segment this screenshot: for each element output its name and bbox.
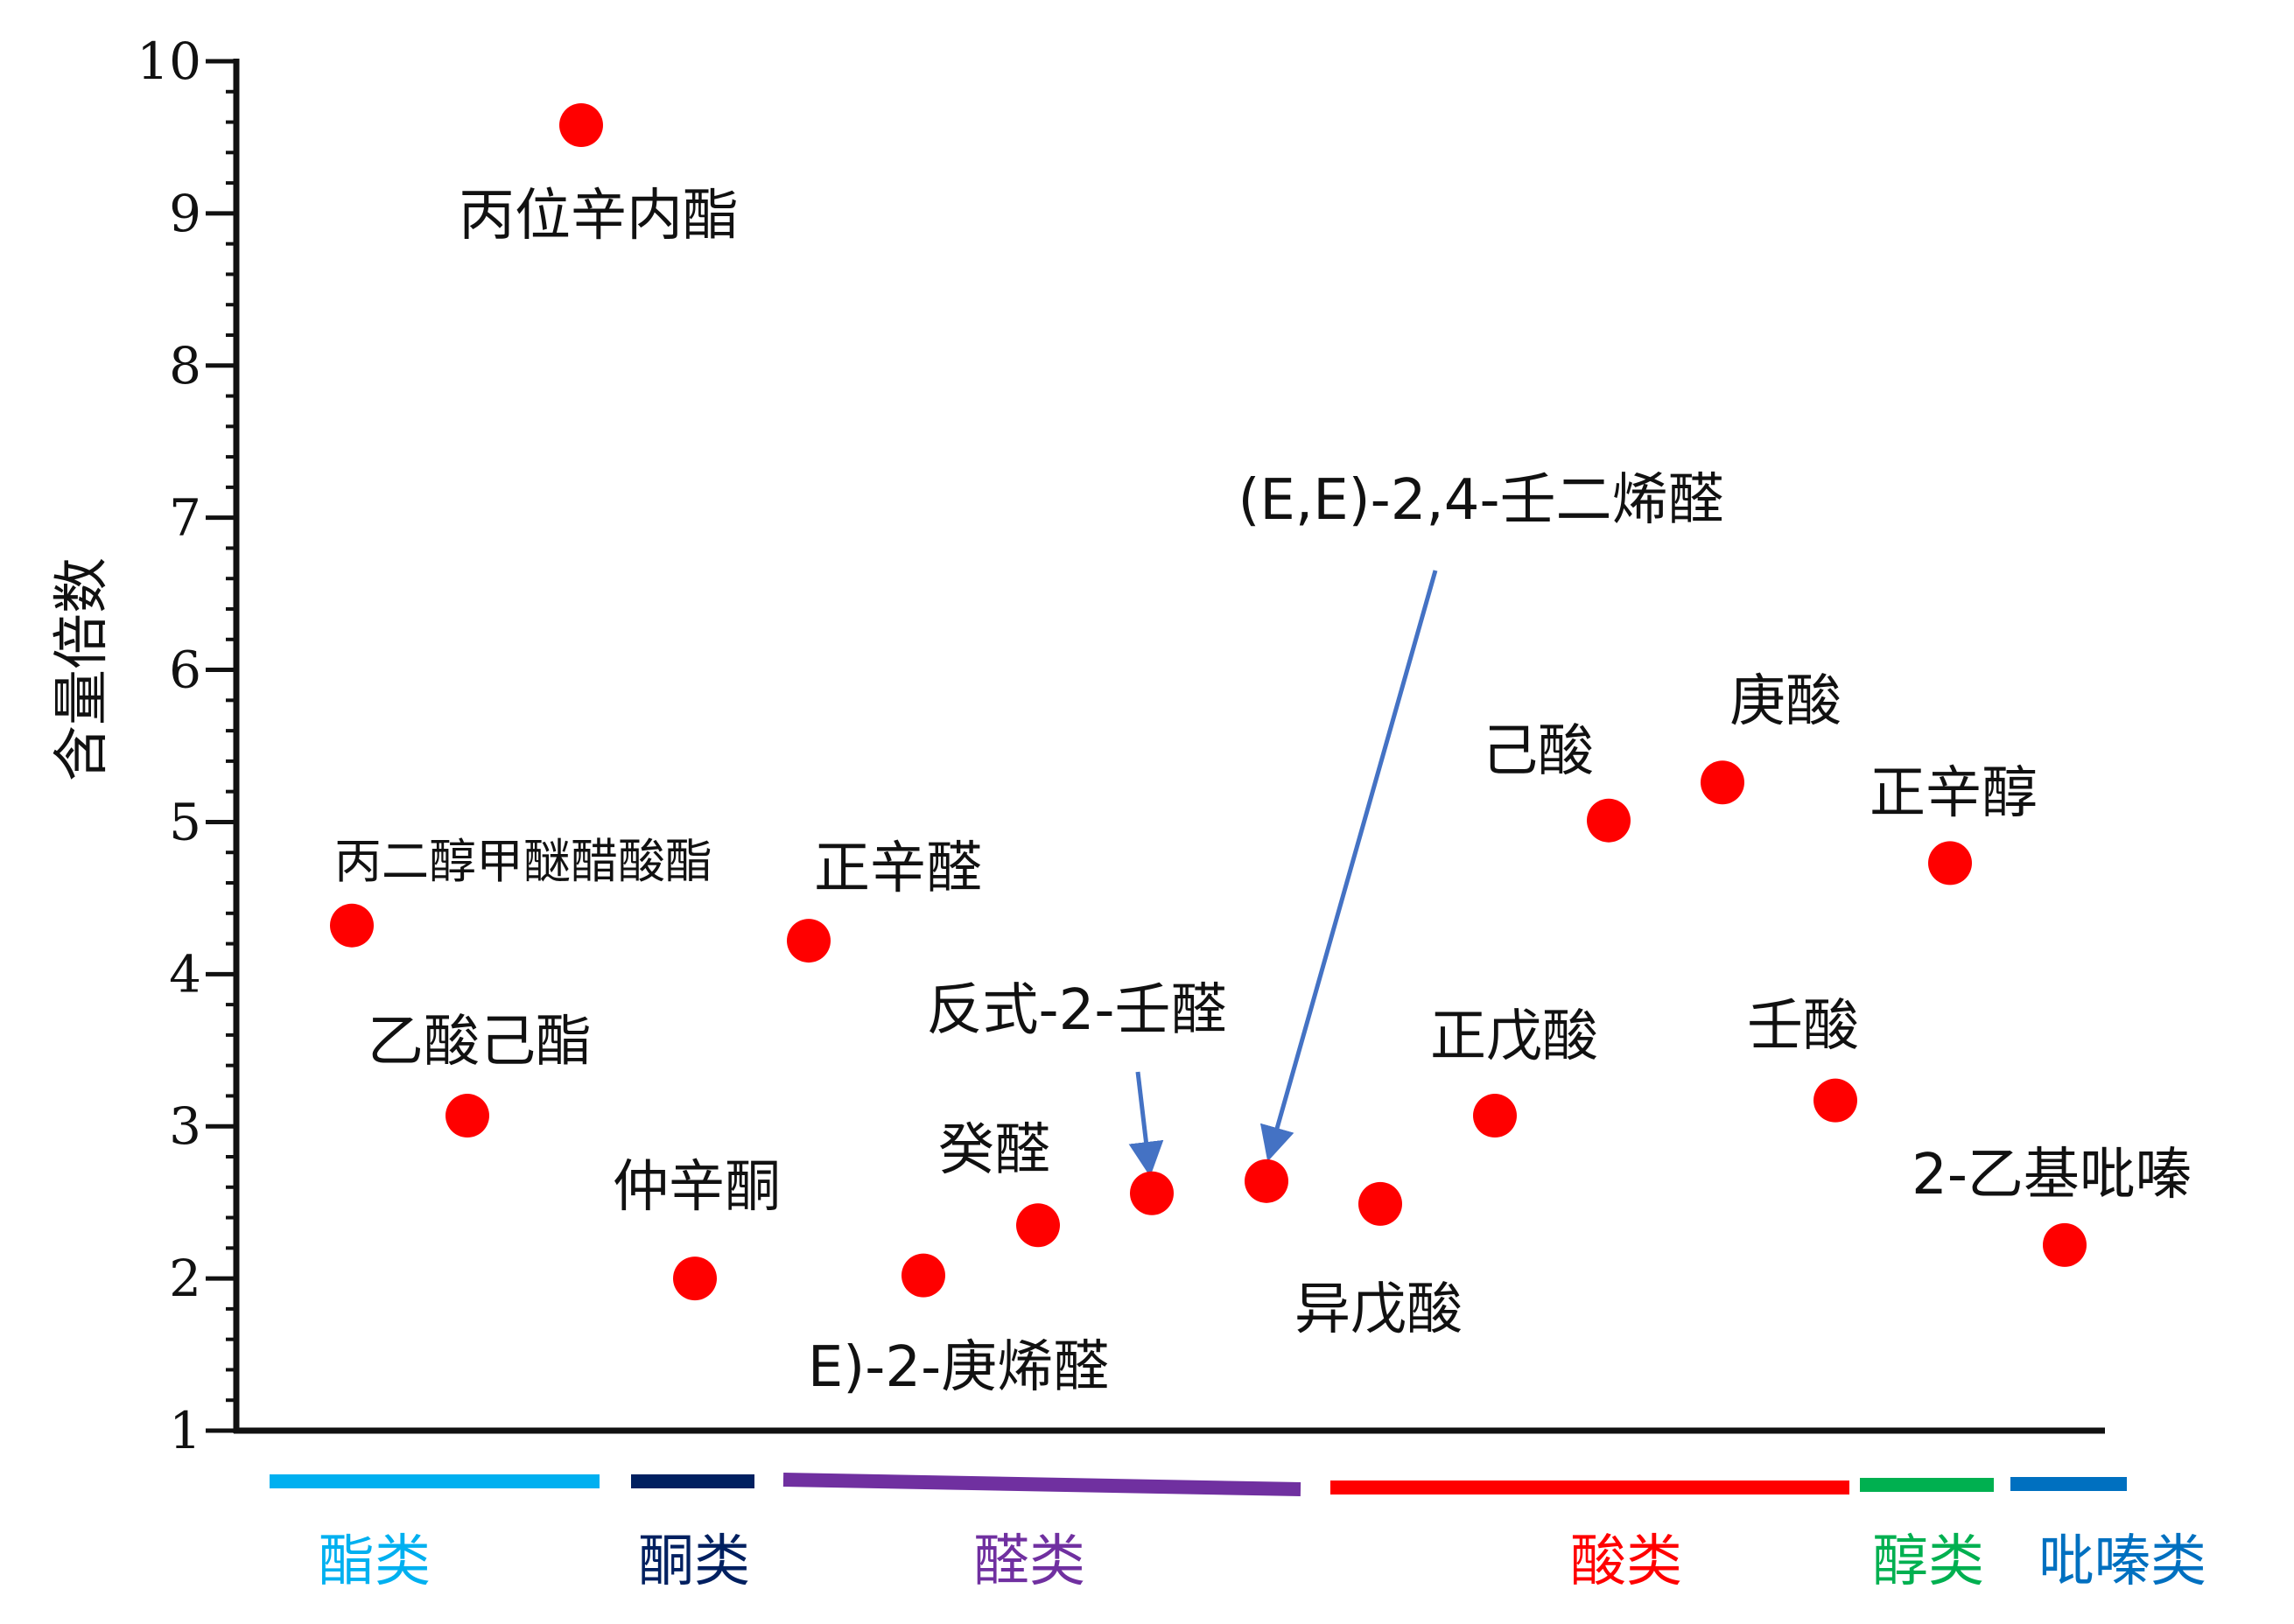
y-tick-label: 2 [169,1249,201,1308]
point-label: 癸醛 [938,1118,1050,1183]
y-tick-label: 9 [169,184,201,243]
arrow-trans-2-nonenal [1128,1071,1164,1177]
data-point [1813,1078,1857,1123]
point-label: 壬酸 [1747,994,1859,1059]
data-point [1130,1171,1174,1215]
point-label: 丙二醇甲醚醋酸酯 [334,834,712,889]
point-label: 己酸 [1482,719,1594,784]
point-label: 正戊酸 [1430,1004,1598,1069]
point-label: 正辛醛 [814,836,982,901]
y-tick-label: 5 [169,792,201,851]
data-point [330,903,374,948]
point-label: 正辛醇 [1870,761,2038,826]
data-point [559,103,603,148]
data-point [2043,1222,2087,1267]
data-point [1245,1158,1288,1203]
y-tick-label: 7 [169,488,201,548]
data-point [1016,1203,1060,1248]
category-label: 醛类 [973,1530,1085,1594]
data-point [1587,798,1631,843]
data-point [445,1094,489,1138]
data-point [1928,841,1972,886]
category-groups: 酯类 酮类 醛类 酸类 醇类吡嗪类 [270,1473,2206,1594]
y-tick-label: 6 [169,640,201,700]
point-label: 仲辛酮 [613,1155,781,1220]
category-label: 酮类 [638,1530,750,1594]
data-point [1701,760,1744,805]
axes: 1 2 3 4 5 6 7 8 9 10 [137,32,2105,1460]
data-point [1358,1181,1402,1226]
data-point [901,1253,945,1298]
point-label: 乙酸己酯 [368,1010,592,1074]
data-points [330,103,2087,1301]
point-label: 丙位辛内酯 [459,184,739,248]
point-label: 反式-2-壬醛 [927,978,1227,1043]
category-label: 酯类 [319,1530,431,1594]
point-label: E)-2-庚烯醛 [808,1335,1109,1400]
y-tick-label: 3 [169,1096,201,1156]
category-label: 吡嗪类 [2038,1530,2206,1594]
y-axis-title: 含量倍数 [50,557,115,781]
annotation-arrows [1128,570,1438,1177]
point-label: 庚酸 [1729,669,1842,734]
point-label: (E,E)-2,4-壬二烯醛 [1238,468,1723,533]
point-label: 2-乙基吡嗪 [1912,1143,2192,1208]
arrow-ee-nonadienal [1259,570,1438,1162]
point-label: 异戊酸 [1294,1278,1463,1342]
y-tick-label: 10 [137,32,201,91]
category-label: 酸类 [1570,1530,1682,1594]
data-point [787,919,831,963]
category-label: 醇类 [1872,1530,1984,1594]
data-point [673,1256,717,1301]
y-tick-label: 1 [169,1401,201,1460]
y-tick-label: 8 [169,336,201,396]
y-tick-label: 4 [169,944,201,1004]
data-point [1473,1094,1517,1138]
category-bar [782,1473,1301,1496]
